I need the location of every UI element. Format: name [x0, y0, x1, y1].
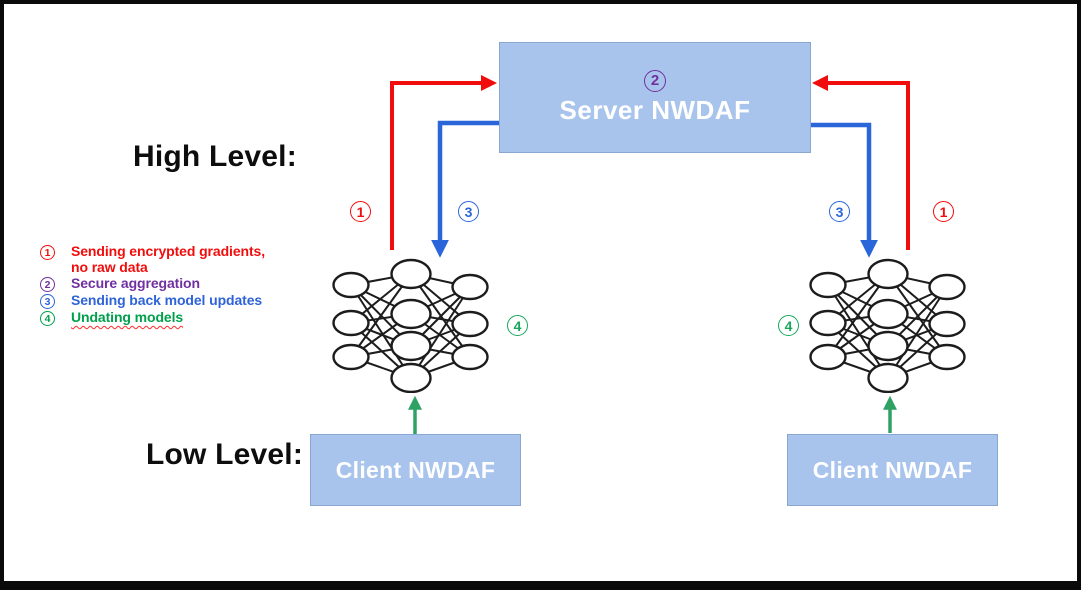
arrow-left-updates-down — [431, 120, 499, 258]
high-level-label: High Level: — [133, 140, 297, 173]
low-level-label: Low Level: — [146, 438, 304, 471]
client-nwdaf-title-right: Client NWDAF — [812, 456, 973, 483]
legend-item-2: 2 Secure aggregation — [40, 275, 340, 292]
legend-item-1: 1 Sending encrypted gradients, no raw da… — [40, 243, 340, 275]
neural-network-left — [332, 258, 489, 393]
legend-1-badge: 1 — [40, 245, 55, 260]
client-nwdaf-box-left: Client NWDAF — [310, 434, 521, 506]
client-nwdaf-box-right: Client NWDAF — [787, 434, 998, 506]
server-nwdaf-box: 2 Server NWDAF — [499, 42, 811, 153]
step-1-badge-right: 1 — [933, 201, 954, 222]
legend-item-4: 4 Undating models — [40, 309, 340, 326]
step-4-badge-right: 4 — [778, 315, 799, 336]
step-3-badge-right: 3 — [829, 201, 850, 222]
legend-4-badge: 4 — [40, 311, 55, 326]
legend-item-3: 3 Sending back model updates — [40, 292, 340, 309]
server-nwdaf-title: Server NWDAF — [559, 94, 751, 125]
legend-4-text: Undating models — [71, 309, 184, 325]
neural-network-right — [809, 258, 966, 393]
step-2-badge: 2 — [644, 69, 666, 92]
arrow-right-updates-down — [811, 122, 878, 258]
arrow-left-gradients-up — [390, 75, 497, 250]
legend: 1 Sending encrypted gradients, no raw da… — [40, 243, 340, 327]
legend-3-text: Sending back model updates — [71, 292, 263, 308]
step-3-badge-left: 3 — [458, 201, 479, 222]
step-1-badge-left: 1 — [350, 201, 371, 222]
arrow-right-gradients-up — [812, 75, 910, 250]
step-4-badge-left: 4 — [507, 315, 528, 336]
legend-1-text: Sending encrypted gradients, no raw data — [71, 243, 266, 275]
client-nwdaf-title-left: Client NWDAF — [335, 456, 496, 483]
legend-3-badge: 3 — [40, 294, 55, 309]
legend-2-text: Secure aggregation — [71, 275, 200, 291]
legend-2-badge: 2 — [40, 277, 55, 292]
